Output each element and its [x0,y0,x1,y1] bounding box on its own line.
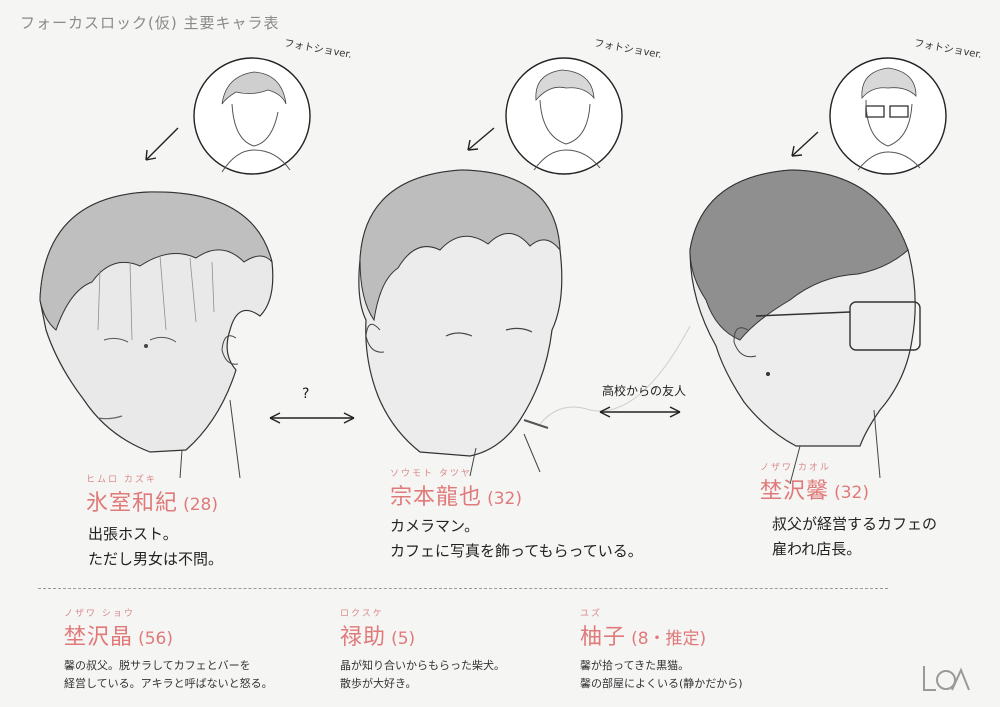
relation-unknown-mark: ? [302,386,310,402]
character-age: (56) [138,629,174,649]
character-name: 宗本龍也 [390,485,483,510]
desc-line: 雇われ店長。 [772,540,862,558]
desc-line: 晶が知り合いからもらった柴犬。 [340,659,505,672]
sub-character-yuzu: ユズ 柚子 (8・推定) 馨が拾ってきた黒猫。 馨の部屋によくいる(静かだから) [580,606,743,693]
desc-line: 叔父が経営するカフェの [772,515,938,533]
name-ruby: ソウモト タツヤ [390,469,472,479]
relation-friends-label: 高校からの友人 [602,384,687,398]
desc-line: カフェに写真を飾ってもらっている。 [390,542,643,560]
desc-line: 散歩が大好き。 [340,677,417,690]
character-name: 禄助 [340,625,387,650]
name-ruby: ノザワ ショウ [64,609,135,619]
name-ruby: ヒムロ カズキ [86,475,157,485]
character-name: 埜沢晶 [64,625,134,650]
name-ruby: ノザワ カオル [760,463,831,473]
desc-line: ただし男女は不問。 [88,550,224,568]
character-card-somoto: ソウモト タツヤ 宗本龍也 (32) [390,466,522,511]
character-age: (5) [391,629,416,649]
character-name: 埜沢馨 [760,479,830,504]
desc-line: 馨が拾ってきた黒猫。 [580,659,690,672]
character-desc-somoto: カメラマン。 カフェに写真を飾ってもらっている。 [390,514,643,564]
character-card-nozawa-kaoru: ノザワ カオル 埜沢馨 (32) [760,460,869,505]
desc-line: 出張ホスト。 [88,525,178,543]
sub-character-rokusuke: ロクスケ 禄助 (5) 晶が知り合いからもらった柴犬。 散歩が大好き。 [340,606,505,693]
sheet-title: フォーカスロック(仮) 主要キャラ表 [20,14,280,32]
character-desc-himuro: 出張ホスト。 ただし男女は不問。 [88,522,223,572]
character-name: 氷室和紀 [86,491,179,516]
character-age: (8・推定) [631,629,707,649]
sub-character-nozawa-sho: ノザワ ショウ 埜沢晶 (56) 馨の叔父。脱サラしてカフェとバーを 経営してい… [64,606,273,693]
character-name: 柚子 [580,625,627,650]
character-age: (32) [487,489,523,509]
desc-line: 経営している。アキラと呼ばないと怒る。 [64,677,273,690]
character-card-himuro: ヒムロ カズキ 氷室和紀 (28) [86,472,218,517]
desc-line: 馨の部屋によくいる(静かだから) [580,677,743,690]
loa-logo [923,666,970,691]
desc-line: カメラマン。 [390,517,480,535]
desc-line: 馨の叔父。脱サラしてカフェとバーを [64,659,251,672]
character-age: (32) [834,483,870,503]
name-ruby: ユズ [580,609,603,619]
character-age: (28) [183,495,219,515]
name-ruby: ロクスケ [340,609,384,619]
section-divider [38,588,888,589]
character-desc-nozawa-kaoru: 叔父が経営するカフェの 雇われ店長。 [772,512,937,562]
